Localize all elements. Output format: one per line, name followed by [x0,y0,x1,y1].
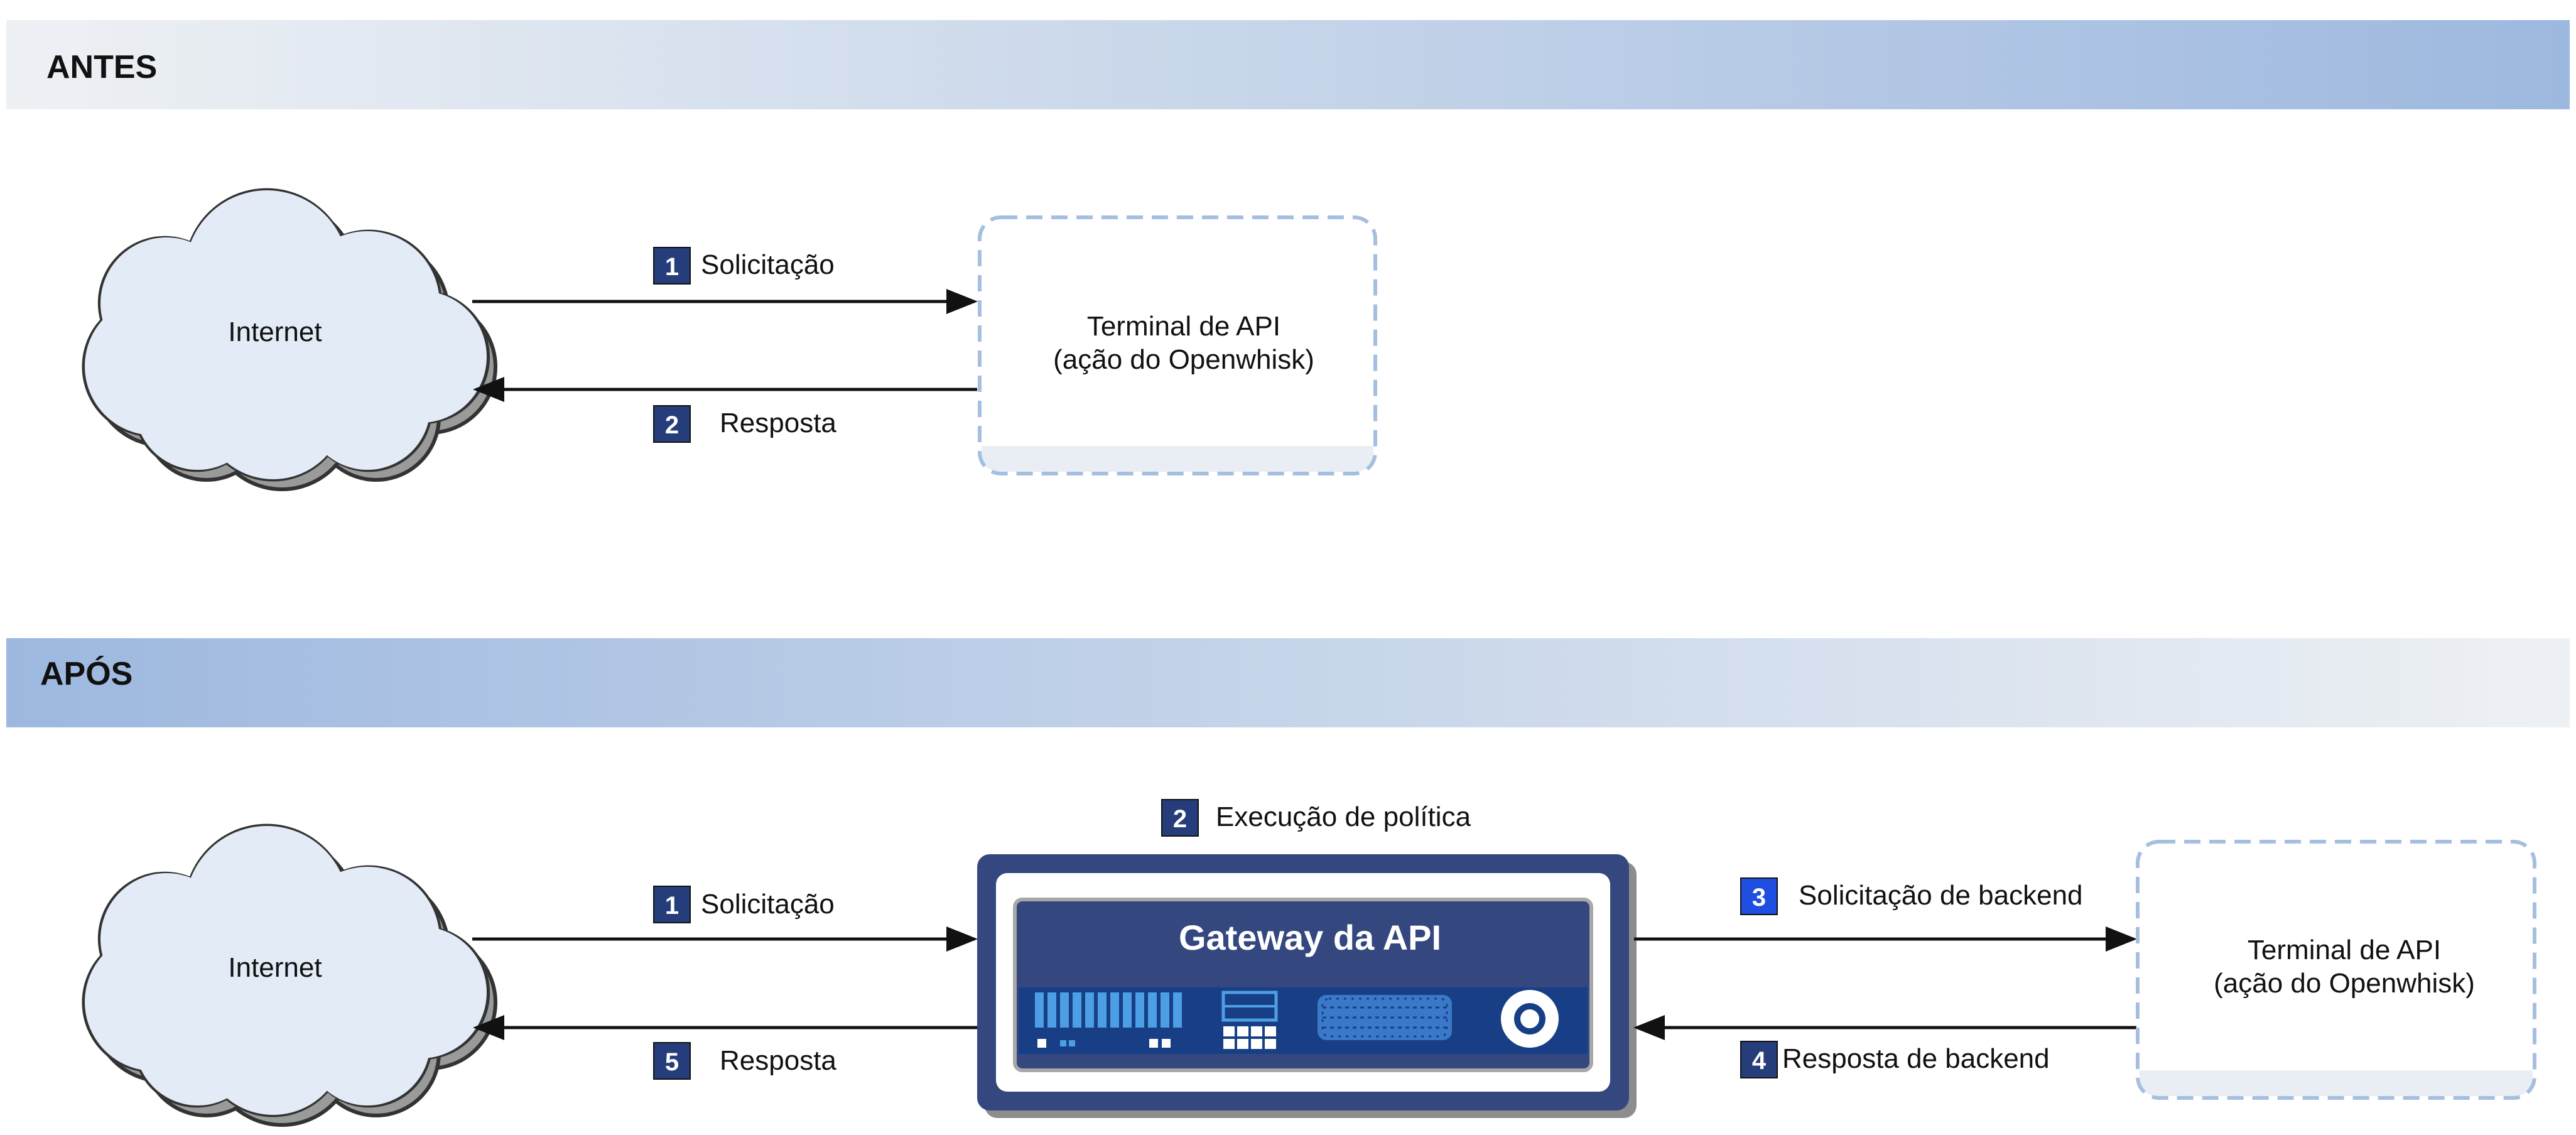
step-badge-after-4: 4 [1740,1041,1778,1078]
api-gateway: Gateway da API [977,854,1637,1118]
step-label-response: Resposta [720,408,836,438]
endpoint-subtitle-after: (ação do Openwhisk) [2214,968,2475,999]
step-label-response: Resposta [720,1045,836,1076]
step-badge-after-5: 5 [653,1042,691,1080]
api-endpoint-box-before: Terminal de API (ação do Openwhisk) [978,215,1377,475]
step-number: 5 [665,1048,679,1076]
step-number: 2 [1173,805,1187,833]
section-after: APÓS Internet 1 Solicitação 5 Resposta [6,638,2570,1125]
section-title-after: APÓS [40,656,133,692]
step-number: 3 [1752,884,1766,911]
endpoint-subtitle-before: (ação do Openwhisk) [1053,344,1314,375]
step-badge-after-3: 3 [1740,877,1778,915]
gateway-title: Gateway da API [1179,918,1441,957]
step-badge-after-2: 2 [1161,799,1199,837]
banner-before [6,20,2570,109]
step-number: 2 [665,411,679,439]
banner-after [6,638,2570,727]
step-label-backend-request: Solicitação de backend [1799,880,2083,911]
section-before: ANTES Internet 1 Solicitação 2 Resposta [6,20,2570,489]
step-badge-after-1: 1 [653,886,691,923]
server-appliance-icon [1019,987,1588,1054]
internet-label-after: Internet [228,952,322,983]
step-number: 1 [665,892,679,920]
step-label-request: Solicitação [701,889,835,920]
api-endpoint-box-after: Terminal de API (ação do Openwhisk) [2136,840,2536,1100]
section-title-before: ANTES [46,49,157,85]
step-number: 1 [665,253,679,281]
step-badge-before-1: 1 [653,247,691,285]
step-badge-before-2: 2 [653,405,691,443]
endpoint-title-after: Terminal de API [2248,935,2441,965]
step-label-backend-response: Resposta de backend [1782,1043,2050,1074]
step-number: 4 [1752,1047,1767,1075]
step-label-request: Solicitação [701,249,835,280]
step-label-policy: Execução de política [1216,801,1471,832]
endpoint-title-before: Terminal de API [1087,311,1280,342]
internet-label-before: Internet [228,317,322,347]
